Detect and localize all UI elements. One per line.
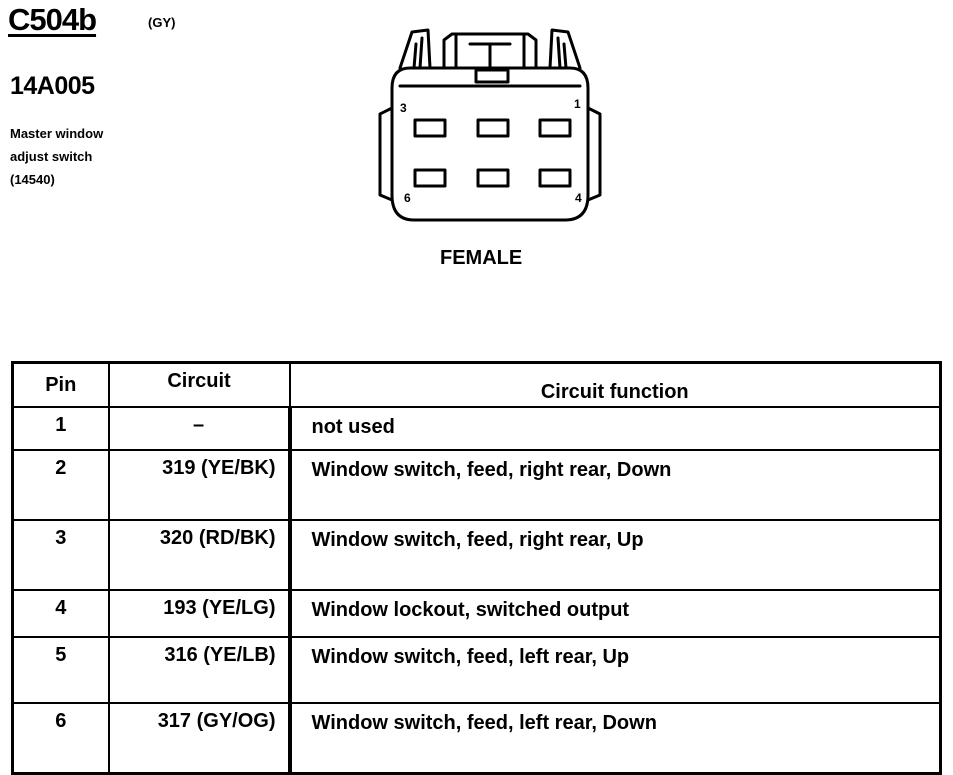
- table-header-row: Pin Circuit Circuit function: [11, 361, 942, 408]
- circuit-code: –: [107, 406, 292, 451]
- table-row: 4 193 (YE/LG) Window lockout, switched o…: [11, 589, 942, 638]
- circuit-function: Window switch, feed, left rear, Down: [288, 702, 942, 775]
- pin-number: 6: [11, 702, 110, 775]
- connector-gender-label: FEMALE: [440, 247, 523, 269]
- header-circuit-function: Circuit function: [288, 361, 942, 408]
- circuit-code: 320 (RD/BK): [107, 519, 292, 591]
- left-latch: [398, 28, 432, 70]
- part-number: 14A005: [10, 72, 95, 100]
- pin-cavity-1: [538, 118, 572, 138]
- pin-label-4: 4: [575, 191, 582, 205]
- connector-housing: [390, 66, 590, 222]
- center-lock-tab: [442, 32, 538, 70]
- right-latch: [548, 28, 582, 70]
- circuit-code: 193 (YE/LG): [107, 589, 292, 638]
- description-line-3: (14540): [10, 172, 55, 187]
- connector-color: (GY): [148, 15, 176, 30]
- left-side-lobe: [378, 106, 394, 202]
- table-row: 1 – not used: [11, 406, 942, 451]
- circuit-code: 319 (YE/BK): [107, 449, 292, 521]
- header-circuit: Circuit: [107, 361, 291, 408]
- pin-label-3: 3: [400, 101, 407, 115]
- circuit-function: Window lockout, switched output: [288, 589, 942, 638]
- connector-id: C504b: [8, 2, 97, 37]
- pin-cavity-4: [538, 168, 572, 188]
- table-row: 2 319 (YE/BK) Window switch, feed, right…: [11, 449, 942, 521]
- pin-number: 1: [11, 406, 110, 451]
- header-pin: Pin: [11, 361, 110, 408]
- circuit-code: 317 (GY/OG): [107, 702, 292, 775]
- pin-number: 2: [11, 449, 110, 521]
- circuit-function: Window switch, feed, right rear, Down: [288, 449, 942, 521]
- connector-face-diagram: 3 1 6 4: [378, 28, 602, 222]
- pin-number: 3: [11, 519, 110, 591]
- component-description: Master window adjust switch (14540): [10, 122, 103, 191]
- table-row: 5 316 (YE/LB) Window switch, feed, left …: [11, 636, 942, 704]
- description-line-2: adjust switch: [10, 149, 93, 164]
- pin-number: 5: [11, 636, 110, 704]
- pin-label-6: 6: [404, 191, 411, 205]
- table-row: 3 320 (RD/BK) Window switch, feed, right…: [11, 519, 942, 591]
- pin-cavity-3: [413, 118, 447, 138]
- table-row: 6 317 (GY/OG) Window switch, feed, left …: [11, 702, 942, 775]
- pin-label-1: 1: [574, 97, 581, 111]
- circuit-code: 316 (YE/LB): [107, 636, 292, 704]
- circuit-function: Window switch, feed, right rear, Up: [288, 519, 942, 591]
- circuit-function: Window switch, feed, left rear, Up: [288, 636, 942, 704]
- right-side-lobe: [586, 106, 602, 202]
- pin-cavity-5: [476, 168, 510, 188]
- pin-number: 4: [11, 589, 110, 638]
- pinout-table: Pin Circuit Circuit function 1 – not use…: [11, 361, 942, 775]
- description-line-1: Master window: [10, 126, 104, 141]
- pin-cavity-6: [413, 168, 447, 188]
- pin-cavity-2: [476, 118, 510, 138]
- circuit-function: not used: [288, 406, 942, 451]
